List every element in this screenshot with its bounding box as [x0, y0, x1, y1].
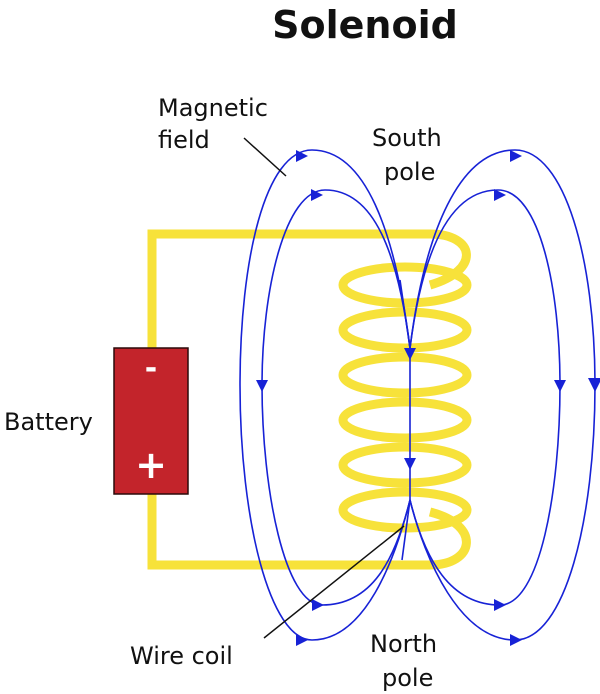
- field-line-center: [399, 279, 411, 561]
- arrow-icon: [311, 189, 323, 201]
- north-pole-label-line1: North: [370, 630, 437, 658]
- arrow-icon: [404, 458, 416, 470]
- wire-coil-leader: [263, 525, 405, 639]
- arrow-icon: [510, 150, 522, 162]
- north-pole-label-line2: pole: [382, 664, 433, 692]
- battery-label: Battery: [4, 408, 93, 436]
- diagram-title: Solenoid: [272, 3, 458, 47]
- arrow-icon: [312, 599, 324, 611]
- arrow-icon: [296, 150, 308, 162]
- magnetic-field-label-line2: field: [158, 126, 210, 154]
- battery-body: [113, 347, 189, 495]
- battery-negative-sign: -: [145, 351, 157, 386]
- battery-positive-sign: +: [135, 443, 167, 487]
- field-arrows: [256, 150, 600, 646]
- south-pole-label-line2: pole: [384, 158, 435, 186]
- south-pole-label-line1: South: [372, 124, 442, 152]
- leader-lines: [243, 137, 405, 639]
- arrow-icon: [296, 634, 308, 646]
- arrow-icon: [256, 380, 268, 392]
- field-line-right-inner: [409, 189, 561, 606]
- arrow-icon: [404, 348, 416, 360]
- arrow-icon: [494, 599, 506, 611]
- field-line-left-inner: [261, 189, 411, 606]
- arrow-icon: [588, 378, 600, 392]
- battery: - +: [113, 347, 189, 495]
- arrow-icon: [510, 634, 522, 646]
- arrow-icon: [494, 189, 506, 201]
- wire-coil: [338, 262, 472, 533]
- wire-coil-label: Wire coil: [130, 642, 233, 670]
- labels: Magnetic field South pole North pole Bat…: [4, 94, 442, 692]
- arrow-icon: [554, 380, 566, 392]
- field-line-left-outer: [239, 149, 411, 641]
- magnetic-field-leader: [243, 137, 287, 177]
- magnetic-field-label-line1: Magnetic: [158, 94, 268, 122]
